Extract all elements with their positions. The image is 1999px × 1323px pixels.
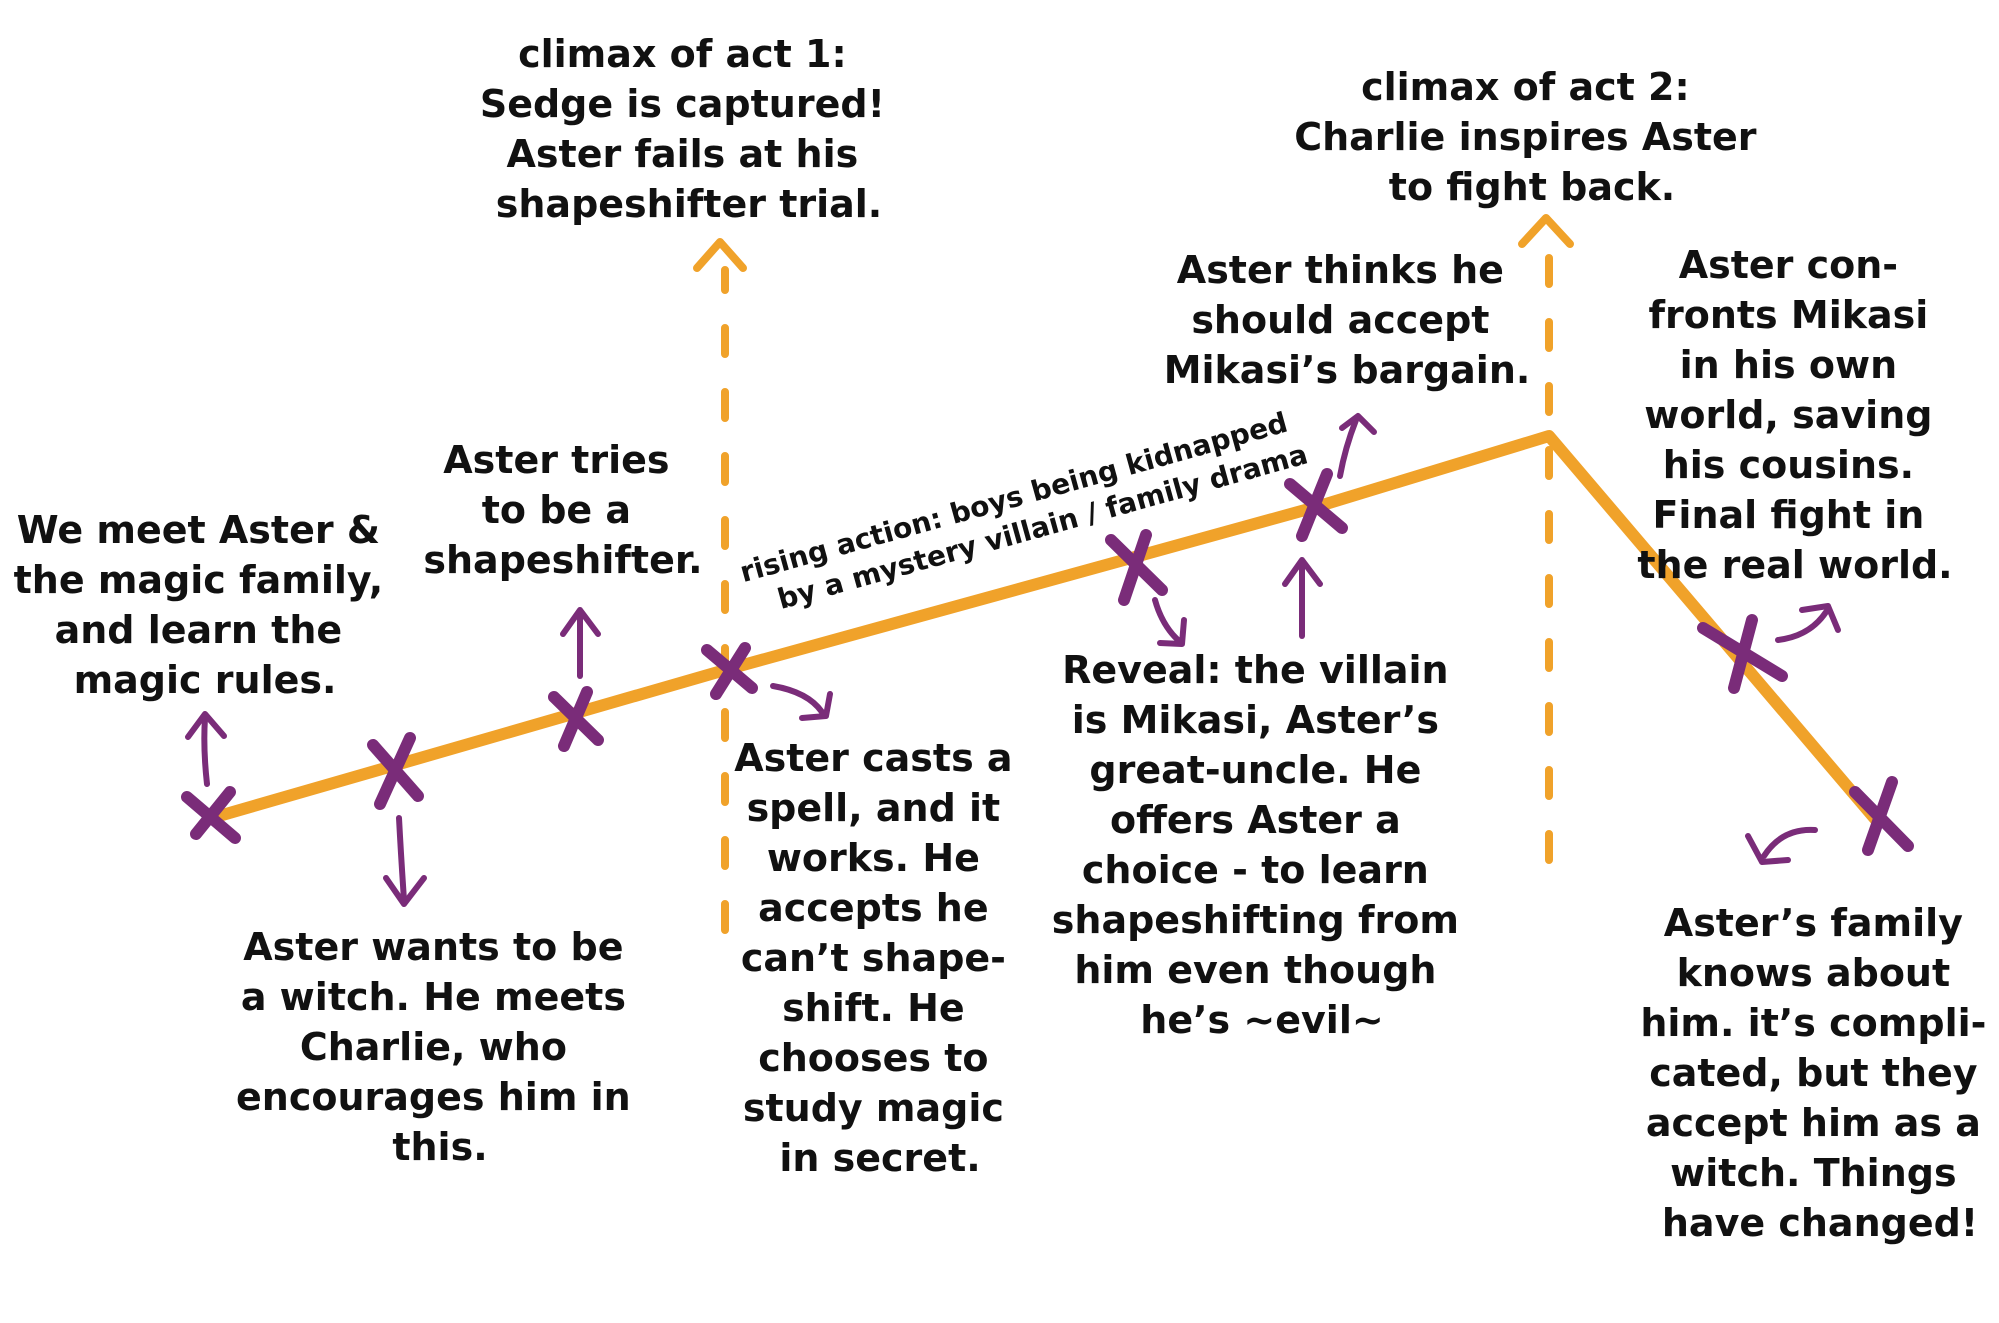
event-cross-1 [181, 786, 241, 844]
event-5-up-arrow-icon [1282, 557, 1323, 639]
event-8-arrow-icon [1745, 826, 1818, 865]
event-7-arrow-icon [1775, 603, 1841, 643]
event-cross-4 [701, 642, 758, 700]
event-6-arrow-icon [1337, 413, 1377, 479]
event-3-arrow-icon [560, 607, 601, 679]
event-1-label: We meet Aster & the magic family, and le… [14, 508, 397, 702]
event-7-label: Aster con- fronts Mikasi in his own worl… [1637, 243, 1952, 587]
event-4-arrow-icon [770, 683, 833, 721]
climax-1-arrow-icon [693, 238, 747, 272]
event-3-label: Aster tries to be a shapeshifter. [423, 438, 702, 582]
event-6-label: Aster thinks he should accept Mikasi’s b… [1164, 248, 1531, 392]
event-cross-2 [367, 732, 424, 810]
event-5-arrow-icon [1152, 597, 1187, 647]
event-cross-8 [1849, 776, 1914, 856]
climax-1-label: climax of act 1: Sedge is captured! Aste… [480, 32, 898, 226]
climax-2-label: climax of act 2: Charlie inspires Aster … [1294, 65, 1770, 209]
event-cross-5 [1105, 529, 1168, 606]
event-cross-6 [1284, 468, 1348, 542]
event-1-arrow-icon [185, 711, 227, 787]
event-4-label: Aster casts a spell, and it works. He ac… [734, 736, 1026, 1180]
event-cross-3 [548, 686, 604, 752]
event-cross-7 [1697, 614, 1788, 694]
climax-2-arrow-icon [1518, 214, 1574, 248]
event-2-arrow-icon [383, 815, 427, 907]
event-8-label: Aster’s family knows about him. it’s com… [1640, 901, 1999, 1245]
event-5-label: Reveal: the villain is Mikasi, Aster’s g… [1052, 648, 1472, 1042]
event-2-label: Aster wants to be a witch. He meets Char… [236, 925, 644, 1169]
